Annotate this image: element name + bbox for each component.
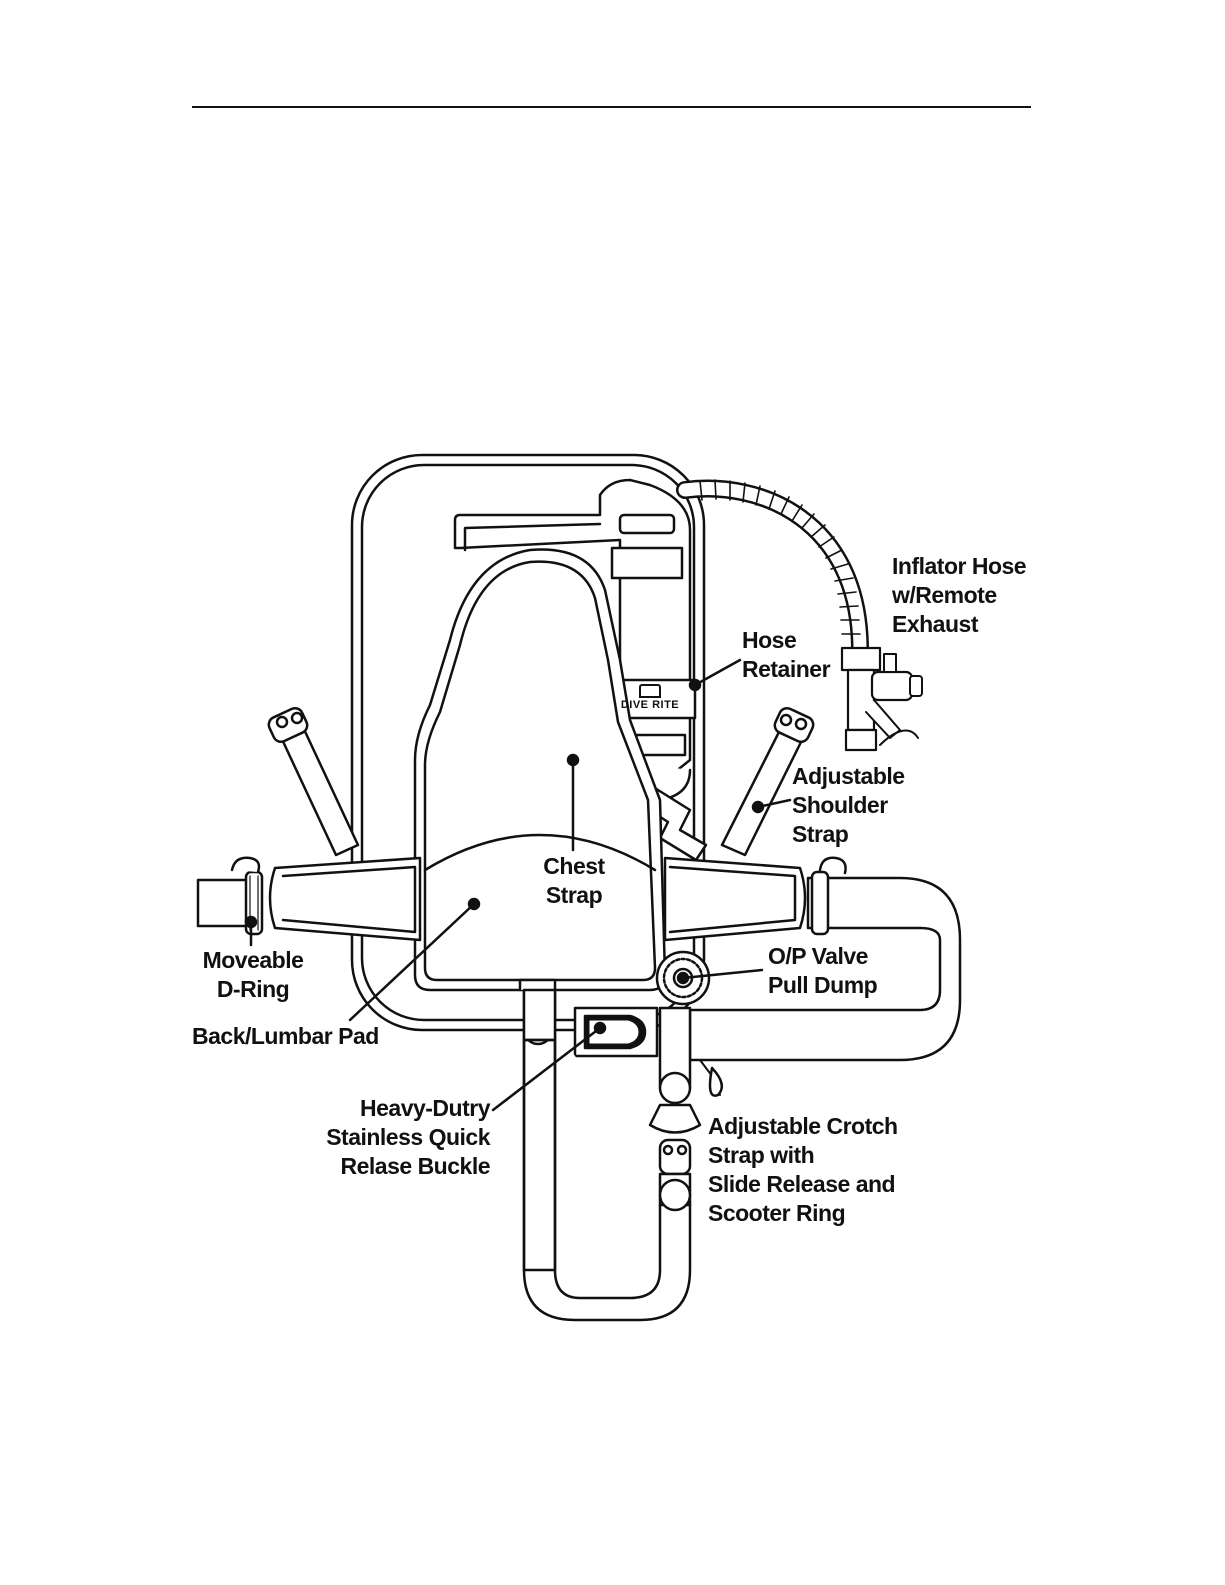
label-quick-release-buckle: Heavy-Dutry Stainless Quick Relase Buckl… bbox=[320, 1094, 490, 1181]
left-shoulder-strap bbox=[266, 706, 358, 855]
label-moveable-d-ring: Moveable D-Ring bbox=[200, 946, 306, 1004]
label-shoulder-strap: Adjustable Shoulder Strap bbox=[792, 762, 905, 849]
dive-rite-logo: DIVE RITE bbox=[610, 684, 690, 714]
logo-text: DIVE RITE bbox=[610, 698, 690, 712]
quick-release-buckle bbox=[575, 1008, 657, 1056]
label-hose-retainer: Hose Retainer bbox=[742, 626, 830, 684]
label-back-lumbar-pad: Back/Lumbar Pad bbox=[192, 1022, 379, 1051]
label-inflator-hose: Inflator Hose w/Remote Exhaust bbox=[892, 552, 1026, 639]
logo-mark-icon bbox=[639, 684, 661, 698]
waist-belt-lower bbox=[520, 980, 555, 990]
label-crotch-strap: Adjustable Crotch Strap with Slide Relea… bbox=[708, 1112, 898, 1228]
label-op-valve: O/P Valve Pull Dump bbox=[768, 942, 877, 1000]
waist-pad-left bbox=[198, 858, 420, 940]
label-chest-strap: Chest Strap bbox=[540, 852, 608, 910]
inflator-hose bbox=[685, 480, 922, 750]
